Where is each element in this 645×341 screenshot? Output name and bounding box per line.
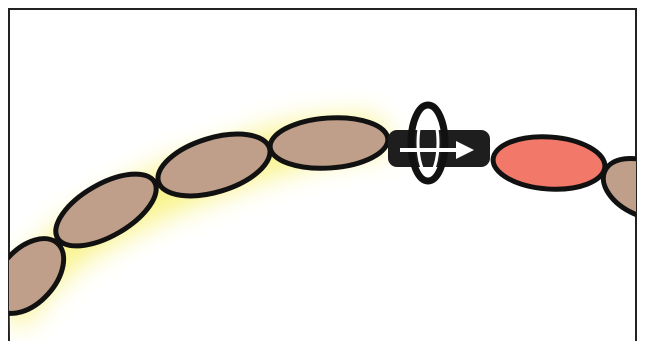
chain-segment-3	[151, 122, 278, 208]
segment-chain	[0, 114, 645, 327]
chain-segment-4	[268, 114, 389, 172]
connector	[388, 105, 490, 181]
chain-segment-5	[491, 133, 606, 193]
